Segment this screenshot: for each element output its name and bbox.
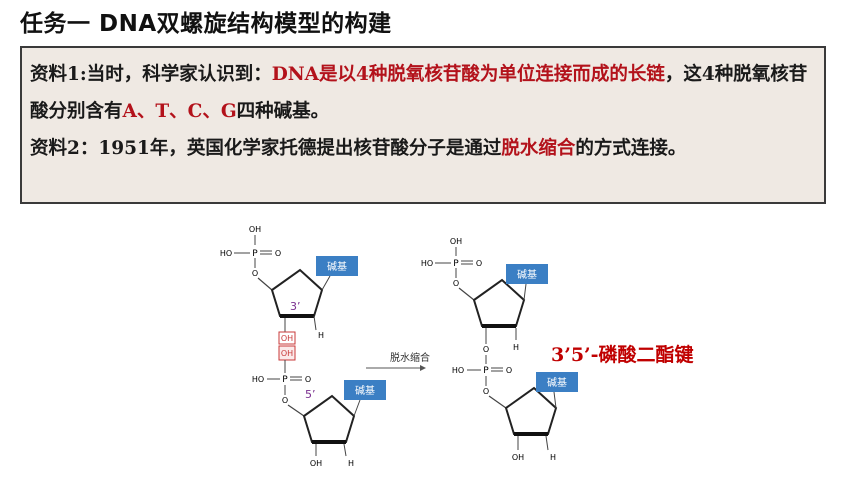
reaction-arrowhead <box>420 365 426 371</box>
left-oh-bottom-highlight <box>278 345 296 361</box>
left-bottom-ho: HO <box>252 375 264 384</box>
right-bridge-o: O <box>483 345 489 354</box>
left-bottom-sugar <box>302 394 356 444</box>
left-top-sugar <box>270 268 324 318</box>
left-oh-top: OH <box>281 334 293 343</box>
right-top-ho: HO <box>421 259 433 268</box>
right-top-sugar <box>472 278 526 328</box>
material-1-middle: ，这4种脱氧核苷酸分别含有 <box>30 64 808 122</box>
right-top-oh: OH <box>450 237 462 246</box>
left-bottom-base-box <box>344 380 386 400</box>
right-top-base-box <box>506 264 548 284</box>
right-bottom-base-box <box>536 372 578 392</box>
left-5prime-label: 5’ <box>305 388 316 401</box>
left-top-base-label: 碱基 <box>327 260 347 273</box>
left-top-base-box <box>316 256 358 276</box>
material-2-highlight: 脱水缩合 <box>501 138 576 159</box>
material-2-prefix: 资料2：1951年，英国化学家托德提出核苷酸分子是通过 <box>30 138 502 159</box>
left-top-p: P <box>252 249 258 259</box>
right-bottom-p: P <box>483 366 489 376</box>
material-1: 资料1:当时，科学家认识到：DNA是以4种脱氧核苷酸为单位连接而成的长链，这4种… <box>30 56 816 130</box>
left-bottom-p: P <box>282 375 288 385</box>
right-top-o-double: O <box>476 259 482 268</box>
right-bottom-o-double: O <box>506 366 512 375</box>
right-top-h: H <box>513 343 519 352</box>
dehydration-diagram: OH HO P O O 碱基 3’ H OH OH HO P O O 5’ 碱基… <box>220 225 578 468</box>
material-2: 资料2：1951年，英国化学家托德提出核苷酸分子是通过脱水缩合的方式连接。 <box>30 130 816 167</box>
left-top-oh: OH <box>249 225 261 234</box>
right-bottom-o-ester: O <box>483 387 489 396</box>
left-bottom-o-double: O <box>305 375 311 384</box>
page-title: 任务一 DNA双螺旋结构模型的构建 <box>20 11 392 37</box>
materials-box: 资料1:当时，科学家认识到：DNA是以4种脱氧核苷酸为单位连接而成的长链，这4种… <box>20 46 826 204</box>
left-bottom-o-ester: O <box>282 396 288 405</box>
left-top-o-ester: O <box>252 269 258 278</box>
left-bottom-h: H <box>348 459 354 468</box>
right-bottom-sugar <box>504 386 558 436</box>
right-bottom-h: H <box>550 453 556 462</box>
left-bottom-base-label: 碱基 <box>355 384 375 397</box>
left-top-h: H <box>318 331 324 340</box>
right-top-base-label: 碱基 <box>517 268 537 281</box>
left-top-o-double: O <box>275 249 281 258</box>
right-top-o-ester: O <box>453 279 459 288</box>
right-bottom-oh: OH <box>512 453 524 462</box>
arrow-label: 脱水缩合 <box>390 351 430 364</box>
right-bottom-base-label: 碱基 <box>547 376 567 389</box>
material-1-highlight-chain: DNA是以4种脱氧核苷酸为单位连接而成的长链 <box>271 64 665 85</box>
material-1-suffix: 四种碱基。 <box>236 101 330 122</box>
left-top-ho: HO <box>220 249 232 258</box>
material-1-highlight-bases: A、T、C、G <box>122 101 237 122</box>
right-top-p: P <box>453 259 459 269</box>
phosphodiester-bond-label: 3’5’-磷酸二酯键 <box>551 344 694 366</box>
right-bottom-ho: HO <box>452 366 464 375</box>
left-oh-bottom: OH <box>281 349 293 358</box>
material-1-prefix: 资料1:当时，科学家认识到： <box>30 64 272 85</box>
material-2-suffix: 的方式连接。 <box>575 138 687 159</box>
left-bottom-oh: OH <box>310 459 322 468</box>
left-3prime-label: 3’ <box>290 300 301 313</box>
left-oh-top-highlight <box>278 331 296 345</box>
